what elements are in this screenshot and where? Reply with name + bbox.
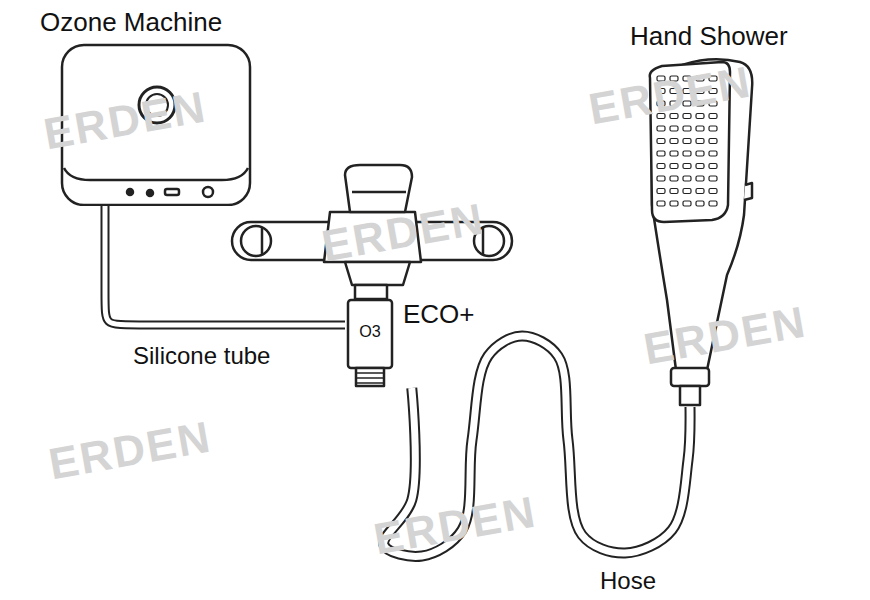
spray-hole	[657, 189, 665, 194]
spray-hole	[696, 126, 704, 131]
watermark: ERDEN	[640, 297, 810, 375]
spray-hole	[683, 201, 691, 206]
part-node: ECO+ O3	[345, 298, 479, 388]
spray-hole	[709, 201, 717, 206]
spray-hole	[670, 164, 678, 169]
faucet-neck	[355, 285, 387, 299]
handle-cap	[680, 386, 700, 405]
spray-hole	[696, 176, 704, 181]
spray-hole	[657, 139, 665, 144]
thread-line	[356, 377, 384, 379]
spray-hole	[670, 176, 678, 181]
tube-inner	[105, 206, 345, 325]
spray-hole	[683, 151, 691, 156]
thread-line	[356, 382, 384, 384]
part-drawing	[345, 298, 395, 388]
connector-label: Hose	[597, 567, 659, 595]
spray-hole	[670, 201, 678, 206]
watermark: ERDEN	[370, 487, 540, 565]
spray-hole	[709, 139, 717, 144]
handle-ring	[671, 368, 709, 386]
spray-hole	[696, 201, 704, 206]
spray-hole	[683, 176, 691, 181]
adapter-thread	[356, 368, 384, 386]
port	[203, 187, 213, 197]
spray-hole	[683, 189, 691, 194]
spray-hole	[657, 126, 665, 131]
spray-hole	[709, 189, 717, 194]
knob-line	[261, 228, 264, 254]
spray-hole	[657, 164, 665, 169]
spray-hole	[657, 176, 665, 181]
port	[147, 190, 153, 196]
spray-hole	[683, 164, 691, 169]
faucet-lever	[345, 165, 412, 212]
tube-outline	[105, 206, 345, 325]
part-marking: O3	[345, 322, 395, 341]
port	[165, 189, 179, 195]
spray-hole	[696, 164, 704, 169]
spray-hole	[709, 176, 717, 181]
part-label: Hand Shower	[630, 22, 788, 52]
spray-hole	[670, 139, 678, 144]
faucet-knob	[241, 226, 271, 256]
spray-hole	[709, 126, 717, 131]
spray-hole	[696, 139, 704, 144]
silicone-tube	[105, 206, 345, 325]
spray-hole	[709, 151, 717, 156]
spray-hole	[670, 151, 678, 156]
spray-hole	[657, 151, 665, 156]
spray-hole	[696, 151, 704, 156]
watermark: ERDEN	[45, 412, 215, 490]
shower-button	[744, 183, 752, 200]
spray-hole	[696, 189, 704, 194]
port	[127, 189, 133, 195]
part-label: ECO+	[403, 300, 475, 330]
spray-hole	[709, 114, 717, 119]
housing-edge	[64, 168, 248, 180]
connector-label: Silicone tube	[130, 342, 273, 370]
spray-hole	[670, 189, 678, 194]
spray-hole	[709, 164, 717, 169]
spray-hole	[657, 201, 665, 206]
part-label: Ozone Machine	[40, 8, 222, 38]
thread-line	[356, 372, 384, 374]
drawing-part	[232, 165, 512, 299]
spray-hole	[670, 126, 678, 131]
spray-hole	[683, 139, 691, 144]
drawing-part	[348, 300, 392, 386]
lever-line	[352, 191, 406, 194]
spray-hole	[683, 126, 691, 131]
